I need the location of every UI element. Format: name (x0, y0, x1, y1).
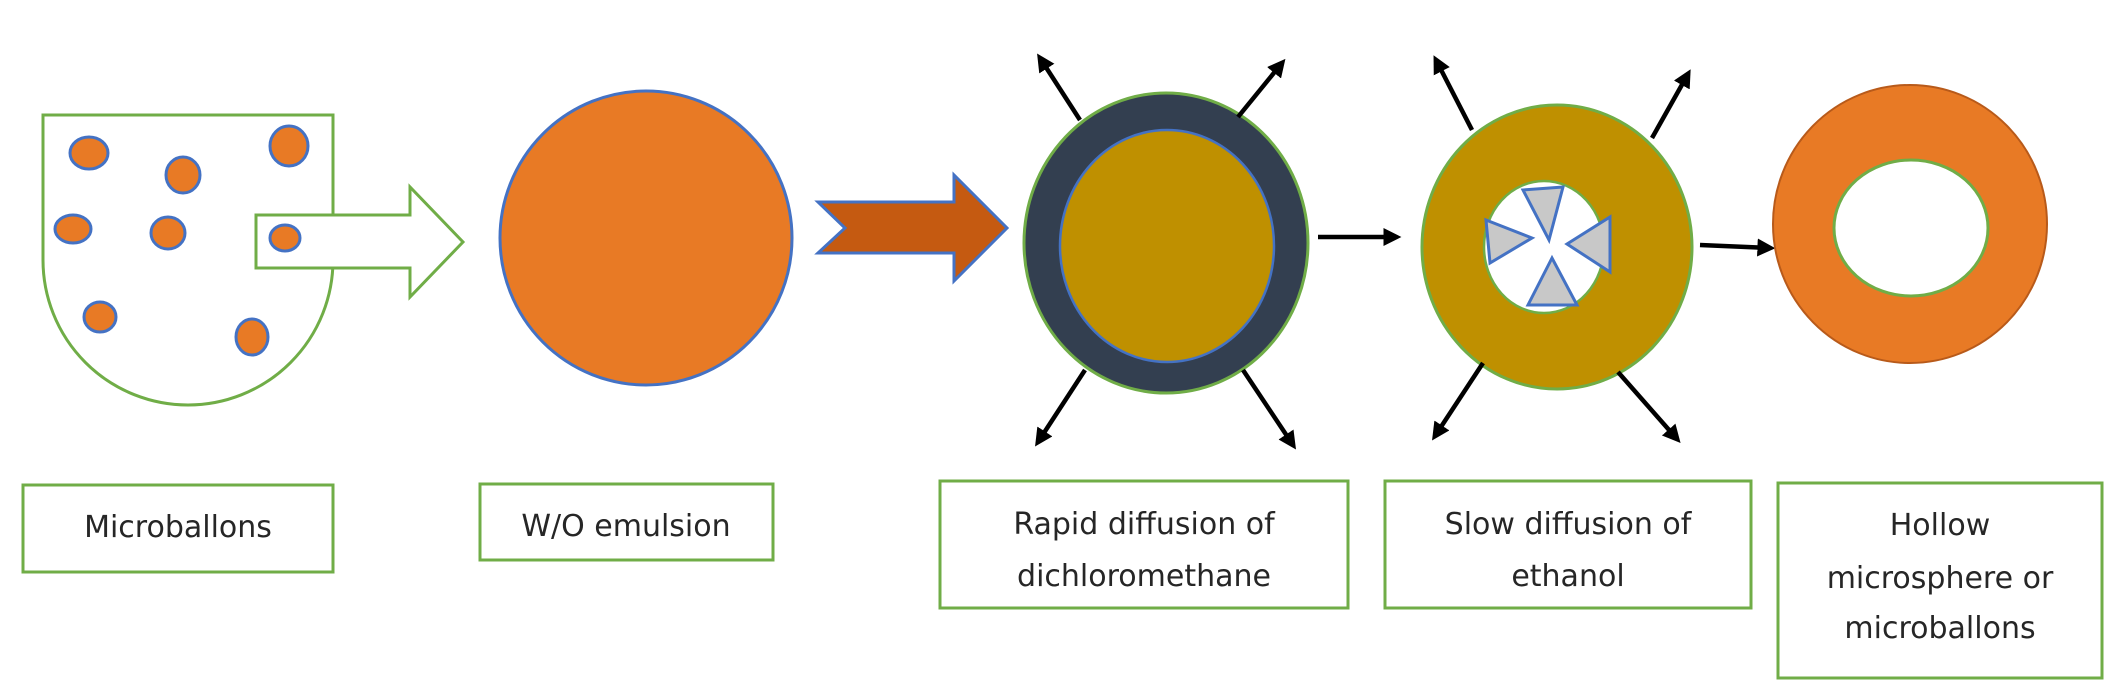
label-text: W/O emulsion (521, 509, 730, 544)
droplet-group (53, 124, 310, 357)
diffusion-arrow-icon (1650, 69, 1691, 140)
droplet (268, 223, 302, 253)
ethanol-diffusion-triangles (1484, 185, 1612, 307)
stage-rapid-diffusion-illustration (1022, 53, 1310, 450)
label-box (1776, 481, 2104, 680)
label-rapid-diffusion: Rapid diffusion of dichloromethane (938, 479, 1350, 610)
diffusion-arrow-icon (1432, 361, 1485, 441)
droplet (234, 317, 270, 357)
stage-slow-diffusion-illustration (1420, 55, 1694, 444)
droplet (68, 135, 110, 171)
droplet (268, 124, 310, 168)
label-box (478, 482, 775, 562)
triangle-icon (1564, 214, 1612, 275)
label-text: dichloromethane (1017, 559, 1271, 594)
connector-arrow-icon (1699, 238, 1776, 257)
hollow-block-arrow (254, 183, 466, 301)
label-box (1383, 479, 1753, 610)
droplet-core (1058, 128, 1276, 364)
notched-block-arrow (814, 171, 1010, 285)
droplet (149, 215, 187, 251)
wo-emulsion-droplet (498, 89, 794, 387)
label-hollow-microsphere: Hollow microsphere or microballons (1776, 481, 2104, 680)
diffusion-arrow-icon (1236, 58, 1286, 119)
diffusion-arrow-icon (1616, 370, 1681, 444)
label-text: microballons (1844, 611, 2035, 646)
label-text: Slow diffusion of (1445, 507, 1693, 542)
hollow-cavity (1832, 158, 1990, 298)
droplet (53, 213, 93, 245)
stage-hollow-microsphere-illustration (1772, 84, 2048, 364)
label-text: microsphere or (1827, 561, 2054, 596)
label-wo-emulsion: W/O emulsion (478, 482, 775, 562)
label-box (21, 483, 335, 574)
label-text: Rapid diffusion of (1013, 507, 1276, 542)
diffusion-arrow-icon (1035, 368, 1087, 447)
label-box (938, 479, 1350, 610)
label-text: Microballons (84, 510, 272, 545)
stage-microballons-illustration (41, 113, 466, 407)
label-microballons: Microballons (21, 483, 335, 574)
label-text: ethanol (1511, 559, 1624, 594)
label-text: Hollow (1890, 508, 1990, 543)
triangle-icon (1520, 185, 1565, 245)
triangle-icon (1484, 217, 1536, 266)
droplet (164, 155, 202, 195)
diffusion-arrow-icon (1037, 53, 1082, 122)
diffusion-arrow-icon (1433, 55, 1475, 132)
label-slow-diffusion: Slow diffusion of ethanol (1383, 479, 1753, 610)
triangle-icon (1525, 254, 1580, 307)
droplet (82, 300, 118, 334)
diffusion-arrow-icon (1241, 368, 1296, 450)
